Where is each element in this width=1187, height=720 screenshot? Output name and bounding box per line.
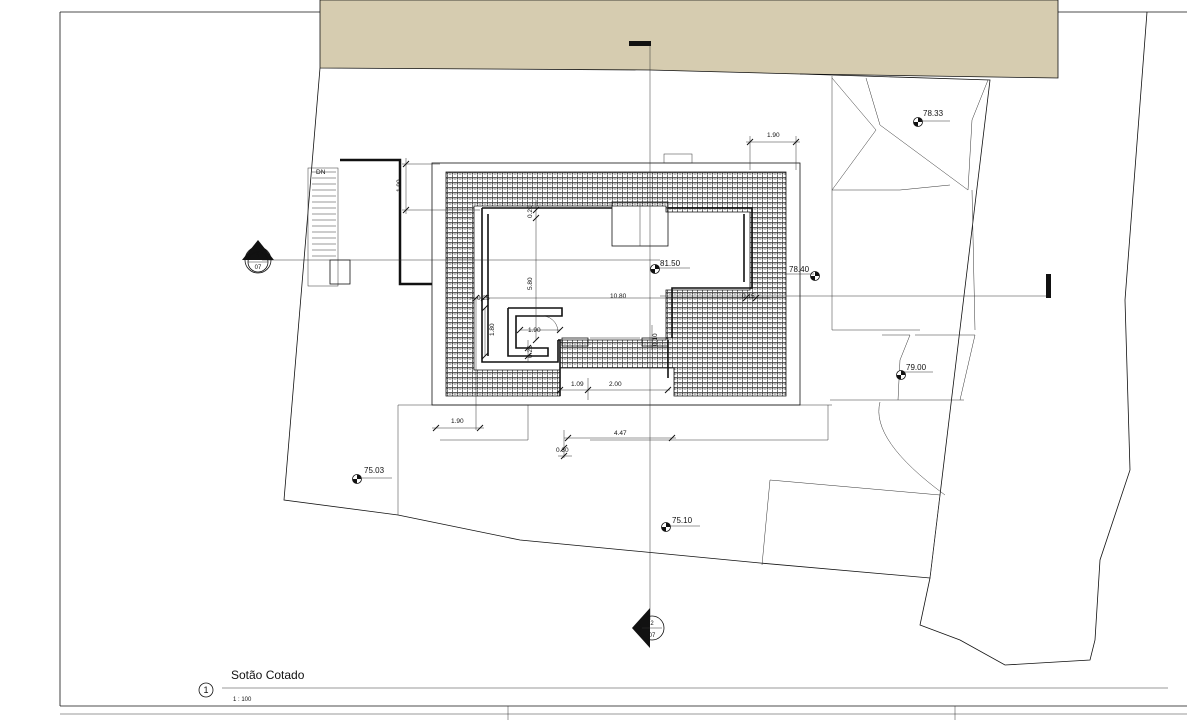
drawing-title-block: 1 Sotão Cotado 1 : 100 — [198, 668, 1168, 703]
dim-left-vertical: 1.90 — [396, 179, 403, 192]
dimension-tick — [746, 138, 754, 146]
dim-right-inner: 0.15 — [742, 293, 755, 300]
dim-height: 5.80 — [527, 277, 534, 290]
elevation-marker-7900: 79.00 — [896, 363, 933, 380]
dimension-tick — [532, 214, 540, 222]
elevation-marker-8150: 81.50 — [650, 259, 690, 274]
dimension-tick — [532, 206, 540, 214]
dimension-tick — [560, 444, 568, 452]
dimension-tick — [560, 452, 568, 460]
terrain-band — [319, 0, 1059, 79]
dim-opening-left: 1.09 — [571, 381, 584, 388]
dimension-tick — [524, 352, 532, 360]
stair-label: DN — [316, 169, 326, 176]
dimension-tick — [584, 386, 592, 394]
dim-bay-height: 1.80 — [489, 323, 496, 336]
dim-width: 10.80 — [610, 293, 627, 300]
elevation-7833: 78.33 — [923, 109, 944, 118]
drawing-title: Sotão Cotado — [231, 668, 305, 682]
dim-bay-bottom: 0.25 — [527, 345, 534, 358]
view-number: 1 — [203, 685, 208, 695]
section-marker-top — [629, 41, 651, 46]
dimension-tick — [524, 344, 532, 352]
elevation-7510: 75.10 — [672, 516, 693, 525]
elevation-7840: 78.40 — [789, 265, 810, 274]
site-boundary — [283, 11, 1148, 666]
terrain-fill — [319, 0, 1059, 79]
elevation-marker-7510: 75.10 — [661, 516, 700, 532]
dimension-tick — [402, 160, 410, 168]
dimension-tick — [402, 206, 410, 214]
dim-bottom-left: 1.90 — [451, 418, 464, 425]
dim-left-inner: 0.25 — [477, 295, 490, 302]
elevation-7503: 75.03 — [364, 466, 385, 475]
section-head-1[interactable]: 1 07 — [242, 240, 274, 274]
dimension-tick — [664, 386, 672, 394]
dimension-tick — [564, 434, 572, 442]
dimension-lines: 1.90 1.90 0.20 5.80 10.80 0.25 0.15 1.80… — [396, 132, 800, 460]
roof — [431, 153, 801, 406]
dimension-tick — [532, 336, 540, 344]
drawing-scale: 1 : 100 — [233, 697, 252, 703]
elevation-marker-7833: 78.33 — [913, 109, 950, 127]
elevation-8150: 81.50 — [660, 259, 681, 268]
dim-center-small: 0.10 — [652, 333, 659, 346]
external-stair: DN — [307, 158, 432, 287]
section-lines — [262, 41, 1051, 620]
dim-top-right: 1.90 — [767, 132, 780, 139]
dimension-tick — [432, 424, 440, 432]
dimension-tick — [480, 294, 488, 302]
dimension-tick — [472, 294, 480, 302]
dimension-tick — [516, 326, 524, 334]
section-1-sheet: 07 — [255, 265, 262, 271]
elevation-7900: 79.00 — [906, 363, 927, 372]
dimension-tick — [476, 424, 484, 432]
dim-top-inner: 0.20 — [527, 205, 534, 218]
dim-bottom-small: 0.30 — [556, 447, 569, 454]
dimension-tick — [792, 138, 800, 146]
section-2-sheet: 07 — [649, 633, 656, 639]
elevation-marker-7503: 75.03 — [352, 466, 392, 484]
dim-opening-width: 2.00 — [609, 381, 622, 388]
dim-bay-width: 1.90 — [528, 327, 541, 334]
section-head-2[interactable]: 2 07 — [632, 608, 665, 648]
section-2-number: 2 — [650, 621, 654, 627]
section-1-number: 1 — [256, 254, 260, 260]
dimension-tick — [668, 434, 676, 442]
section-marker-right — [1046, 274, 1051, 298]
dim-bottom-right: 4.47 — [614, 430, 627, 437]
dimension-tick — [742, 294, 750, 302]
dimension-tick — [752, 294, 760, 302]
dimension-tick — [556, 326, 564, 334]
dimension-tick — [556, 386, 564, 394]
dimension-tick — [481, 352, 489, 360]
roof-tiles — [445, 171, 787, 397]
elevation-marker-7840: 78.40 — [786, 265, 820, 281]
dimension-tick — [481, 304, 489, 312]
